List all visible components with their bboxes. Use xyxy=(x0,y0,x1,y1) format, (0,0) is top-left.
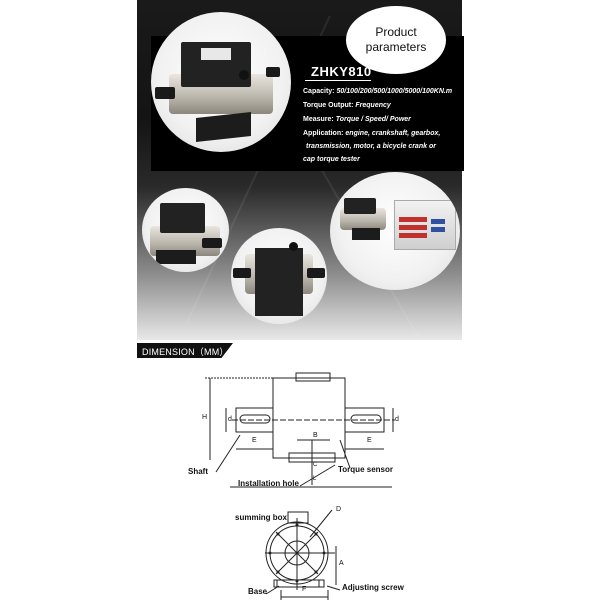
shaft-left xyxy=(155,87,175,99)
adjusting-knob-icon xyxy=(289,242,298,251)
product-photo-main xyxy=(151,12,291,152)
sensor-base xyxy=(196,112,251,142)
dim-b: B xyxy=(313,432,318,439)
spec-application-cont-2: cap torque tester xyxy=(303,156,360,163)
label-installation-hole: Installation hole xyxy=(238,479,299,488)
dimension-title: DIMENSION（MM） xyxy=(142,347,229,357)
title-underline xyxy=(305,80,371,81)
dim-l: L xyxy=(313,476,317,482)
label-summing-box: summing box xyxy=(235,513,288,522)
summing-box xyxy=(160,203,205,233)
spec-torque-output: Torque Output: Frequency xyxy=(303,102,391,109)
torque-display-meter xyxy=(394,200,456,250)
dim-d-right: d xyxy=(395,416,399,423)
sensor-base xyxy=(156,250,196,264)
spec-application: Application: engine, crankshaft, gearbox… xyxy=(303,130,441,137)
shaft xyxy=(202,238,222,248)
display-row xyxy=(399,217,427,222)
dim-e-right: E xyxy=(367,437,372,444)
dim-f: F xyxy=(302,586,307,593)
nameplate xyxy=(201,48,231,60)
shaft-left xyxy=(233,268,251,278)
shaft-right xyxy=(266,67,280,77)
dim-a: A xyxy=(339,560,344,567)
product-photo-angle xyxy=(142,188,229,272)
sensor-base xyxy=(352,228,380,240)
shaft-right xyxy=(307,268,325,278)
label-torque-sensor: Torque sensor xyxy=(338,465,393,474)
dim-c: C xyxy=(313,462,318,468)
dim-e-left: E xyxy=(252,437,257,444)
dim-h: H xyxy=(202,414,208,421)
display-row xyxy=(399,225,427,230)
sensor-base xyxy=(255,248,303,316)
model-title: ZHKY810 xyxy=(311,64,372,79)
product-photo-front xyxy=(231,228,327,324)
spec-capacity: Capacity: 50/100/200/500/1000/5000/100KN… xyxy=(303,88,453,95)
spec-measure: Measure: Torque / Speed/ Power xyxy=(303,116,411,123)
display-keys xyxy=(431,219,445,224)
badge-line1: Product xyxy=(375,25,417,39)
dim-d-left: d xyxy=(228,416,232,423)
spec-application-cont-1: transmission, motor, a bicycle crank or xyxy=(306,143,436,150)
connector-icon xyxy=(239,70,249,80)
label-base: Base xyxy=(248,587,268,596)
display-row xyxy=(399,233,427,238)
badge-line2: parameters xyxy=(365,40,427,54)
label-adjusting-screw: Adjusting screw xyxy=(342,583,404,592)
product-parameters-badge: Product parameters xyxy=(346,6,446,74)
summing-box xyxy=(344,198,376,214)
dim-d-front: D xyxy=(336,506,342,513)
product-photo-with-display xyxy=(330,172,460,290)
dimension-section-header: DIMENSION（MM） xyxy=(137,343,233,358)
label-shaft: Shaft xyxy=(188,467,208,476)
sensor-body-outline xyxy=(272,377,346,459)
display-keys xyxy=(431,227,445,232)
